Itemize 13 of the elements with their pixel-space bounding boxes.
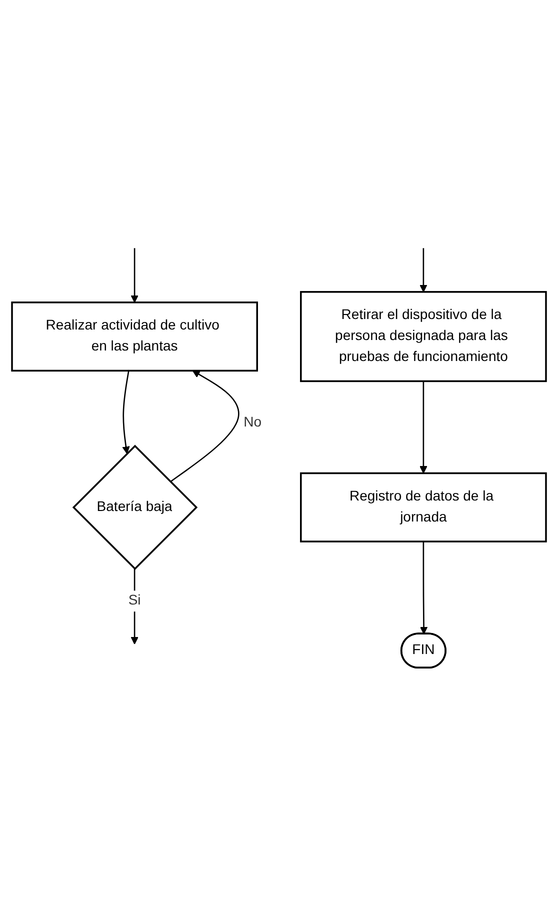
- arrow: [170, 370, 240, 482]
- arrow: [420, 248, 428, 292]
- arrow: [122, 370, 130, 454]
- terminal-oval: FIN: [400, 632, 446, 669]
- process-box: Registro de datos de la jornada: [300, 472, 547, 543]
- process-box: Retirar el dispositivo de la persona designada para las pruebas de funcionamiento: [300, 291, 547, 382]
- arrow: [420, 381, 428, 474]
- arrow: [420, 542, 428, 634]
- arrow: [130, 248, 138, 303]
- decision-diamond: Batería baja: [72, 444, 198, 570]
- process-box: Realizar actividad de cultivo en las plantas: [11, 302, 258, 372]
- arrow: [130, 568, 138, 645]
- edge-label: Si: [128, 590, 141, 612]
